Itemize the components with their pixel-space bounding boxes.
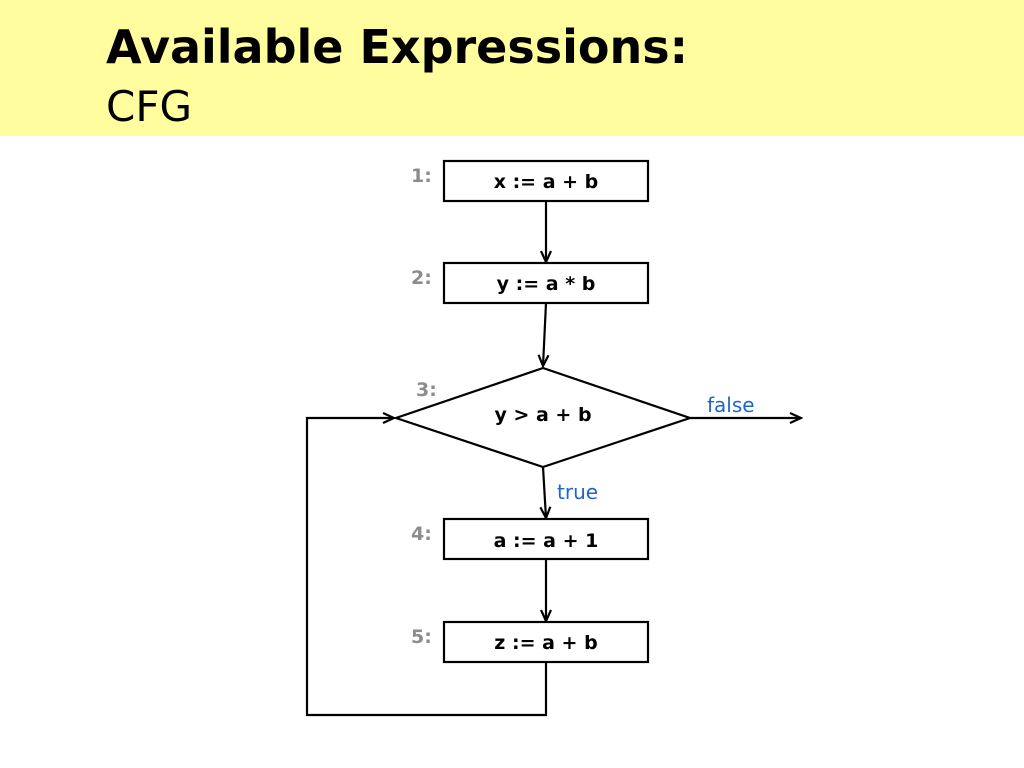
edge-2-to-3 bbox=[543, 302, 546, 366]
node-5-label: 5: bbox=[411, 626, 432, 648]
node-5-code: z := a + b bbox=[494, 632, 597, 654]
slide-title: Available Expressions: bbox=[106, 20, 689, 74]
edge-3-to-4 bbox=[543, 466, 546, 518]
edge-label-false: false bbox=[707, 393, 755, 417]
node-5-box bbox=[442, 620, 650, 664]
node-2-code: y := a * b bbox=[497, 273, 596, 295]
edge-5-to-3-loop bbox=[305, 418, 548, 717]
cfg-node-2: y := a * b 2: bbox=[411, 261, 650, 305]
cfg-node-4: a := a + 1 4: bbox=[411, 517, 650, 561]
node-4-box bbox=[442, 517, 650, 561]
node-3-code: y > a + b bbox=[494, 404, 591, 426]
slide-subtitle: CFG bbox=[106, 82, 193, 131]
edge-label-true: true bbox=[557, 480, 598, 504]
node-2-box bbox=[442, 261, 650, 305]
node-4-code: a := a + 1 bbox=[494, 530, 599, 552]
node-2-label: 2: bbox=[411, 267, 432, 289]
node-4-label: 4: bbox=[411, 523, 432, 545]
cfg-node-1: x := a + b 1: bbox=[411, 159, 650, 203]
node-3-label: 3: bbox=[416, 379, 437, 401]
node-1-box bbox=[442, 159, 650, 203]
title-band bbox=[0, 0, 1024, 136]
node-1-code: x := a + b bbox=[494, 171, 599, 193]
cfg-node-5: z := a + b 5: bbox=[411, 620, 650, 664]
cfg-node-3: y > a + b 3: bbox=[392, 366, 694, 469]
node-1-label: 1: bbox=[411, 165, 432, 187]
